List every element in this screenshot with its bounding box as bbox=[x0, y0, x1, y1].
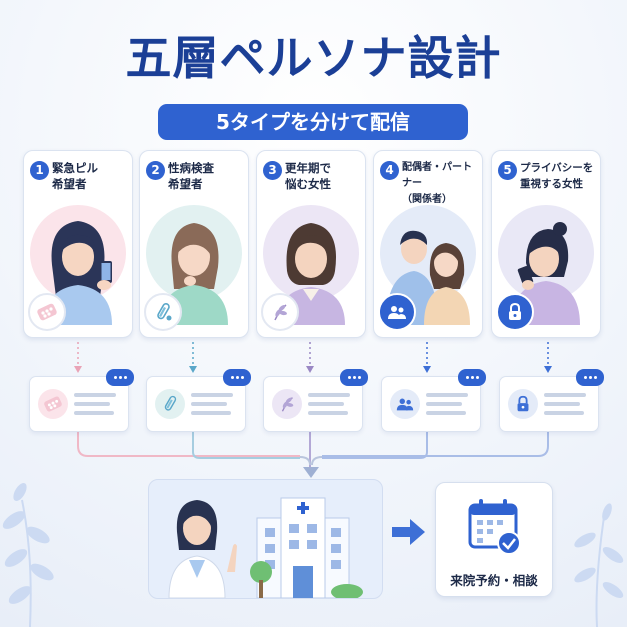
chat-bubble-icon bbox=[576, 369, 604, 386]
decorative-leaf-left-icon bbox=[2, 482, 54, 627]
people-icon bbox=[378, 293, 416, 331]
chat-bubble-icon bbox=[223, 369, 251, 386]
persona-label: プライバシーを重視する女性 bbox=[520, 162, 594, 190]
leaf-icon bbox=[272, 389, 302, 419]
message-card-5 bbox=[499, 369, 604, 432]
test-tube-icon bbox=[144, 293, 182, 331]
persona-card-1: 1 緊急ピル希望者 bbox=[23, 150, 133, 338]
people-icon bbox=[390, 389, 420, 419]
persona-number: 4 bbox=[380, 161, 399, 180]
persona-label: 緊急ピル希望者 bbox=[52, 161, 98, 191]
persona-number: 2 bbox=[146, 161, 165, 180]
message-card-1 bbox=[29, 369, 134, 432]
subtitle-pill: 5タイプを分けて配信 bbox=[158, 104, 468, 140]
lock-icon bbox=[508, 389, 538, 419]
clinic-panel bbox=[148, 479, 383, 599]
chat-bubble-icon bbox=[106, 369, 134, 386]
persona-label: 更年期で悩む女性 bbox=[285, 161, 331, 191]
chat-bubble-icon bbox=[340, 369, 368, 386]
result-card: 来院予約・相談 bbox=[435, 482, 553, 597]
persona-number: 5 bbox=[498, 161, 517, 180]
persona-card-2: 2 性病検査希望者 bbox=[139, 150, 249, 338]
pill-pack-icon bbox=[38, 389, 68, 419]
lock-icon bbox=[496, 293, 534, 331]
leaf-icon bbox=[261, 293, 299, 331]
clinic-illustration bbox=[168, 497, 363, 598]
woman-with-phone-illustration bbox=[44, 221, 112, 325]
persona-label: 配偶者・パートナー（関係者） bbox=[402, 162, 472, 205]
decorative-leaf-right-icon bbox=[574, 503, 624, 627]
test-tube-icon bbox=[155, 389, 185, 419]
chat-bubble-icon bbox=[458, 369, 486, 386]
persona-card-5: 5 プライバシーを重視する女性 bbox=[491, 150, 601, 338]
woman-in-hoodie-illustration bbox=[512, 222, 580, 325]
persona-card-4: 4 配偶者・パートナー（関係者） bbox=[373, 150, 483, 338]
persona-number: 1 bbox=[30, 161, 49, 180]
page-title: 五層ペルソナ設計 bbox=[125, 31, 502, 85]
persona-label: 性病検査希望者 bbox=[168, 161, 214, 191]
result-label: 来院予約・相談 bbox=[450, 573, 538, 588]
persona-number: 3 bbox=[263, 161, 282, 180]
message-card-4 bbox=[381, 369, 486, 432]
message-card-2 bbox=[146, 369, 251, 432]
message-card-3 bbox=[263, 369, 368, 432]
calendar-check-icon bbox=[468, 499, 521, 555]
pill-pack-icon bbox=[28, 293, 66, 331]
persona-card-3: 3 更年期で悩む女性 bbox=[256, 150, 366, 338]
arrow-right-icon bbox=[392, 519, 425, 545]
